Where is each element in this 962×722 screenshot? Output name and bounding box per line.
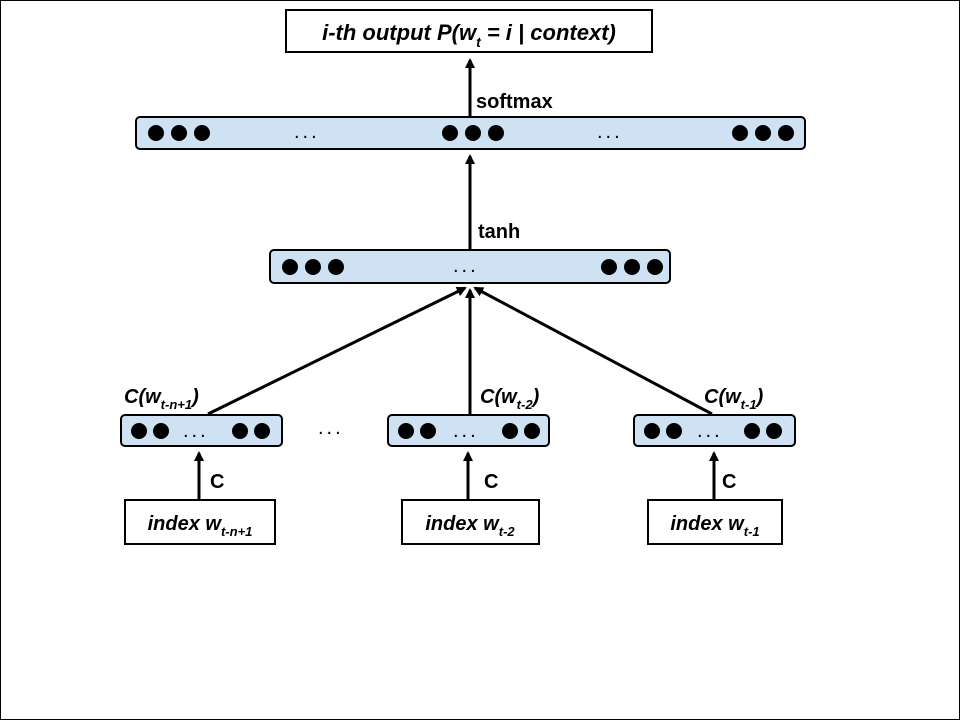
embedding-label-t-1: C(wt-1): [704, 386, 764, 412]
ellipsis: ...: [597, 121, 623, 143]
neuron: [282, 259, 298, 275]
ellipsis: ...: [318, 417, 344, 439]
neuron: [524, 423, 540, 439]
lookup-label: C: [722, 471, 736, 493]
neuron: [153, 423, 169, 439]
neuron: [254, 423, 270, 439]
neuron: [148, 125, 164, 141]
neuron: [194, 125, 210, 141]
neuron: [232, 423, 248, 439]
hidden-layer-neurons: [282, 259, 663, 275]
lookup-label: C: [484, 471, 498, 493]
embed-to-hidden-arrow-right: [473, 286, 713, 416]
ellipsis: ...: [294, 121, 320, 143]
index-label-t-1: index wt-1: [670, 513, 759, 539]
index-label-t-2: index wt-2: [425, 513, 515, 539]
ellipsis: ...: [697, 420, 723, 442]
neuron: [778, 125, 794, 141]
ellipsis: ...: [453, 255, 479, 277]
neuron: [442, 125, 458, 141]
neuron: [755, 125, 771, 141]
index-box-t-n+1: [124, 499, 276, 545]
lookup-label: C: [210, 471, 224, 493]
hidden-layer: [269, 249, 671, 284]
neuron: [766, 423, 782, 439]
neuron: [601, 259, 617, 275]
index-box-t-1: [647, 499, 783, 545]
tanh-label: tanh: [478, 221, 520, 243]
index-label-t-n+1: index wt-n+1: [148, 513, 253, 539]
output-label: i-th output P(wt = i | context): [322, 20, 616, 50]
output-layer-neurons: [148, 125, 794, 141]
ellipsis: ...: [453, 420, 479, 442]
neuron: [398, 423, 414, 439]
output-box: [285, 9, 653, 53]
neuron: [502, 423, 518, 439]
embed-to-hidden-arrow-left: [207, 286, 467, 416]
neuron: [744, 423, 760, 439]
neuron: [465, 125, 481, 141]
neuron: [488, 125, 504, 141]
neuron: [131, 423, 147, 439]
neuron: [171, 125, 187, 141]
neuron: [305, 259, 321, 275]
ellipsis: ...: [183, 420, 209, 442]
softmax-label: softmax: [476, 91, 553, 113]
embedding-label-t-n+1: C(wt-n+1): [124, 386, 199, 412]
neuron: [624, 259, 640, 275]
neuron: [328, 259, 344, 275]
index-box-t-2: [401, 499, 540, 545]
neuron: [647, 259, 663, 275]
neuron: [420, 423, 436, 439]
neuron: [644, 423, 660, 439]
neuron: [732, 125, 748, 141]
neuron: [666, 423, 682, 439]
embedding-label-t-2: C(wt-2): [480, 386, 540, 412]
